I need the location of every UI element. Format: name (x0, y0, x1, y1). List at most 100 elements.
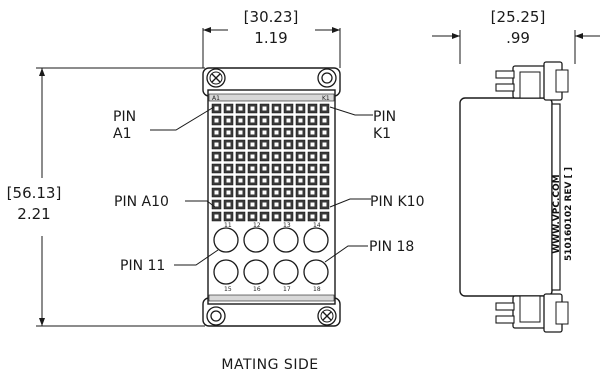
contact-14-marking: 14 (313, 222, 321, 229)
signal-pin-socket (298, 178, 303, 183)
pin-a1-callout-line2: A1 (113, 126, 131, 142)
signal-pin-socket (214, 142, 219, 147)
signal-pin-socket (322, 118, 327, 123)
signal-pin-socket (262, 130, 267, 135)
signal-pin-socket (322, 190, 327, 195)
power-contact-cavity (213, 259, 239, 285)
signal-pin-socket (250, 166, 255, 171)
pin-k10-callout: PIN K10 (370, 194, 425, 210)
signal-pin-socket (262, 202, 267, 207)
signal-pin-socket (298, 166, 303, 171)
signal-pin-socket (286, 178, 291, 183)
mounting-screw-icon (317, 306, 337, 326)
part-number-marking: 510160102 REV [ ] (564, 167, 574, 261)
power-contact-cavities (213, 227, 329, 285)
contact-13-marking: 13 (283, 222, 291, 229)
signal-pin-socket (310, 202, 315, 207)
signal-pin-socket (322, 142, 327, 147)
signal-pin-socket (250, 178, 255, 183)
signal-pin-socket (226, 214, 231, 219)
signal-pin-socket (286, 202, 291, 207)
signal-pin-socket (262, 166, 267, 171)
signal-pin-socket (286, 118, 291, 123)
power-contact-cavity (243, 259, 269, 285)
contact-15-marking: 15 (224, 286, 232, 293)
height-dimension (36, 67, 205, 327)
signal-pin-socket (310, 118, 315, 123)
signal-pin-socket (310, 178, 315, 183)
signal-pin-socket (322, 178, 327, 183)
signal-pin-socket (250, 130, 255, 135)
width-in-label: 1.19 (254, 29, 287, 47)
signal-pin-socket (286, 130, 291, 135)
signal-pin-grid (211, 103, 330, 222)
signal-pin-socket (298, 214, 303, 219)
power-contact-cavity (213, 227, 239, 253)
signal-pin-socket (250, 118, 255, 123)
signal-pin-socket (238, 118, 243, 123)
signal-pin-socket (262, 214, 267, 219)
connector-side-view (459, 61, 569, 333)
signal-pin-socket (238, 142, 243, 147)
signal-pin-socket (226, 166, 231, 171)
depth-dimension (432, 30, 600, 64)
signal-pin-socket (322, 214, 327, 219)
signal-pin-socket (226, 190, 231, 195)
width-mm-label: [30.23] (244, 8, 299, 26)
signal-pin-socket (298, 130, 303, 135)
signal-pin-socket (274, 154, 279, 159)
power-contact-cavity (273, 259, 299, 285)
width-dimension (202, 27, 341, 68)
contact-12-marking: 12 (253, 222, 261, 229)
depth-in-label: .99 (506, 29, 530, 47)
signal-pin-socket (250, 106, 255, 111)
signal-pin-socket (322, 130, 327, 135)
signal-pin-socket (238, 130, 243, 135)
height-in-label: 2.21 (17, 205, 50, 223)
signal-pin-socket (214, 178, 219, 183)
signal-pin-socket (238, 190, 243, 195)
contact-18-marking: 18 (313, 286, 321, 293)
signal-pin-socket (250, 154, 255, 159)
signal-pin-socket (214, 154, 219, 159)
signal-pin-socket (310, 190, 315, 195)
signal-pin-socket (322, 106, 327, 111)
signal-pin-socket (226, 118, 231, 123)
signal-pin-socket (226, 178, 231, 183)
signal-pin-socket (274, 118, 279, 123)
signal-pin-socket (298, 142, 303, 147)
signal-pin-socket (250, 190, 255, 195)
pin-k1-callout-line1: PIN (373, 109, 396, 125)
signal-pin-socket (310, 166, 315, 171)
power-contact-cavity (243, 227, 269, 253)
depth-mm-label: [25.25] (491, 8, 546, 26)
signal-pin-socket (250, 214, 255, 219)
pin-a10-callout: PIN A10 (114, 194, 169, 210)
signal-pin-socket (262, 178, 267, 183)
signal-pin-socket (286, 106, 291, 111)
contact-16-marking: 16 (253, 286, 261, 293)
k1-face-marking: K1 (322, 95, 330, 102)
signal-pin-socket (274, 214, 279, 219)
signal-pin-socket (238, 166, 243, 171)
signal-pin-socket (310, 154, 315, 159)
signal-pin-socket (310, 214, 315, 219)
signal-pin-socket (238, 214, 243, 219)
signal-pin-socket (226, 154, 231, 159)
callout-leaders (150, 106, 373, 266)
signal-pin-socket (298, 118, 303, 123)
signal-pin-socket (250, 202, 255, 207)
mounting-screw-icon (317, 68, 337, 88)
vpc-website-marking: WWW.VPC.COM (552, 174, 562, 253)
signal-pin-socket (274, 178, 279, 183)
power-contact-cavity (303, 227, 329, 253)
signal-pin-socket (262, 190, 267, 195)
signal-pin-socket (226, 130, 231, 135)
signal-pin-socket (286, 154, 291, 159)
signal-pin-socket (250, 142, 255, 147)
signal-pin-socket (226, 142, 231, 147)
signal-pin-socket (238, 178, 243, 183)
signal-pin-socket (274, 190, 279, 195)
signal-pin-socket (214, 106, 219, 111)
signal-pin-socket (214, 202, 219, 207)
